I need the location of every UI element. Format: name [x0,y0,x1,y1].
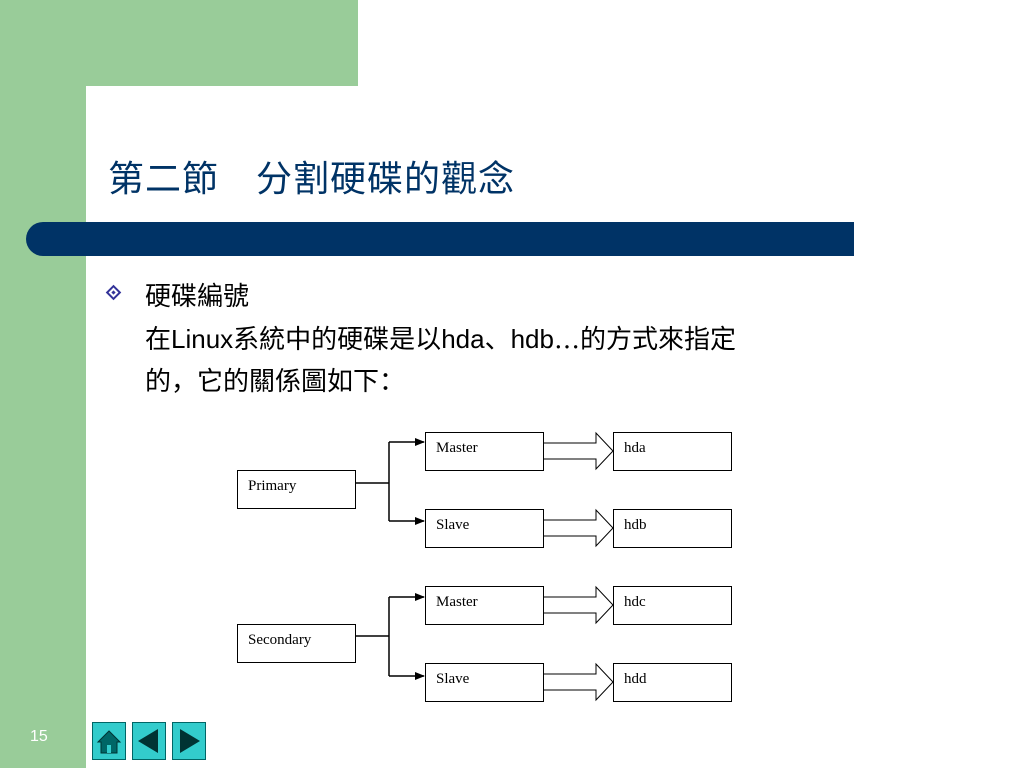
text-segment: …的方式來指定 [553,325,736,355]
slave-box-1: Slave [425,509,544,548]
home-button[interactable] [92,722,126,760]
triangle-left-icon [138,729,158,753]
next-slide-button[interactable] [172,722,206,760]
text-segment-hdb: hdb [510,324,554,354]
block-arrow-hda [542,431,614,471]
hdb-box: hdb [613,509,732,548]
block-arrow-hdb [542,508,614,548]
master-box-2: Master [425,586,544,625]
master-box-1: Master [425,432,544,471]
home-icon [96,730,122,754]
hdc-box: hdc [613,586,732,625]
primary-connector [355,438,425,525]
page-number: 15 [30,728,48,745]
text-segment: 系統中的硬碟是以 [233,325,442,355]
rounded-corner [86,86,156,156]
slide-title: 第二節 分割硬碟的觀念 [108,159,516,200]
block-arrow-hdc [542,585,614,625]
secondary-connector [355,593,425,680]
text-segment: 在 [145,325,172,355]
block-arrow-hdd [542,662,614,702]
text-segment-hda: hda [441,324,485,354]
primary-box: Primary [237,470,356,509]
triangle-right-icon [180,729,200,753]
slave-box-2: Slave [425,663,544,702]
title-underline-bar [26,222,854,256]
bullet-line-2: 在Linux系統中的硬碟是以hda、hdb…的方式來指定 [145,318,945,361]
text-segment: 、 [484,325,511,355]
green-left-band [0,0,86,768]
hda-box: hda [613,432,732,471]
bullet-heading: 硬碟編號 [145,282,250,312]
diamond-bullet-icon [105,284,122,301]
previous-slide-button[interactable] [132,722,166,760]
hdd-box: hdd [613,663,732,702]
secondary-box: Secondary [237,624,356,663]
text-segment-linux: Linux [171,324,234,354]
bullet-text: 硬碟編號 在Linux系統中的硬碟是以hda、hdb…的方式來指定 的，它的關係… [145,276,945,403]
bullet-line-3: 的，它的關係圖如下： [145,367,406,397]
